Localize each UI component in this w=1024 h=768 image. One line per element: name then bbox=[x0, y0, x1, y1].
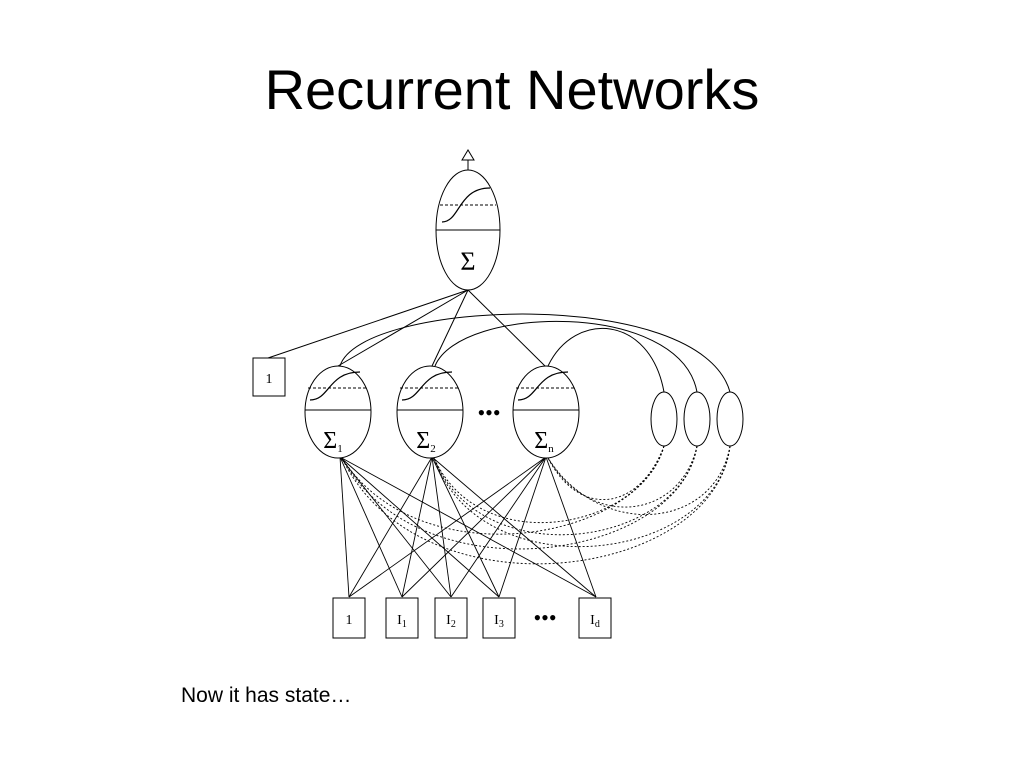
input-subscript: 2 bbox=[451, 619, 456, 630]
recurrent-arcs bbox=[339, 313, 731, 393]
sigmoid-icon bbox=[441, 187, 491, 223]
hidden-sum-symbol: Σ bbox=[416, 428, 430, 454]
input-box-d: Id bbox=[578, 597, 612, 639]
sigmoid-icon bbox=[401, 371, 453, 401]
input-box-bias: 1 bbox=[332, 597, 366, 639]
recurrent-arc-1 bbox=[339, 313, 731, 393]
input-box-2: I2 bbox=[434, 597, 468, 639]
svg-text:Σn: Σn bbox=[534, 428, 554, 455]
hidden-subscript: 2 bbox=[430, 443, 436, 455]
hidden-unit-n: Σn bbox=[512, 365, 580, 459]
hidden-ellipsis: ••• bbox=[477, 400, 500, 425]
hidden-subscript: n bbox=[548, 443, 554, 455]
hidden-sum-symbol: Σ bbox=[323, 428, 337, 454]
input-label: I bbox=[590, 613, 595, 628]
output-unit: Σ bbox=[435, 169, 501, 291]
input-label: I bbox=[446, 613, 451, 628]
svg-text:Id: Id bbox=[590, 613, 600, 630]
context-units bbox=[650, 391, 744, 447]
input-label: I bbox=[494, 613, 499, 628]
svg-text:I2: I2 bbox=[446, 613, 456, 630]
context-unit-2 bbox=[683, 391, 711, 447]
sigmoid-icon bbox=[517, 371, 569, 401]
hidden-unit-2: Σ2 bbox=[396, 365, 464, 459]
svg-text:I1: I1 bbox=[397, 613, 407, 630]
sigmoid-icon bbox=[309, 371, 361, 401]
svg-text:I3: I3 bbox=[494, 613, 504, 630]
input-ellipsis: ••• bbox=[533, 605, 556, 630]
hidden-bias-box: 1 bbox=[252, 357, 286, 397]
output-connections bbox=[267, 153, 546, 367]
slide-caption: Now it has state… bbox=[181, 684, 352, 707]
input-box-1: I1 bbox=[385, 597, 419, 639]
context-hidden-connections bbox=[341, 445, 731, 565]
svg-text:Σ1: Σ1 bbox=[323, 428, 342, 455]
output-arrow-icon bbox=[461, 149, 475, 161]
hidden-unit-1: Σ1 bbox=[304, 365, 372, 459]
hidden-subscript: 1 bbox=[337, 443, 343, 455]
output-sum-symbol: Σ bbox=[460, 247, 475, 276]
slide-title: Recurrent Networks bbox=[264, 58, 760, 121]
context-unit-1 bbox=[650, 391, 678, 447]
input-subscript: 3 bbox=[499, 619, 504, 630]
svg-text:1: 1 bbox=[346, 613, 353, 628]
input-hidden-connections bbox=[339, 456, 597, 598]
input-label: 1 bbox=[346, 613, 353, 628]
svg-text:Σ2: Σ2 bbox=[416, 428, 435, 455]
input-label: I bbox=[397, 613, 402, 628]
input-box-3: I3 bbox=[482, 597, 516, 639]
recurrent-arc-2 bbox=[434, 320, 698, 393]
hidden-bias-label: 1 bbox=[266, 372, 273, 387]
input-subscript: 1 bbox=[402, 619, 407, 630]
input-subscript: d bbox=[595, 619, 600, 630]
context-unit-3 bbox=[716, 391, 744, 447]
recurrent-arc-3 bbox=[547, 328, 665, 393]
hidden-sum-symbol: Σ bbox=[534, 428, 548, 454]
